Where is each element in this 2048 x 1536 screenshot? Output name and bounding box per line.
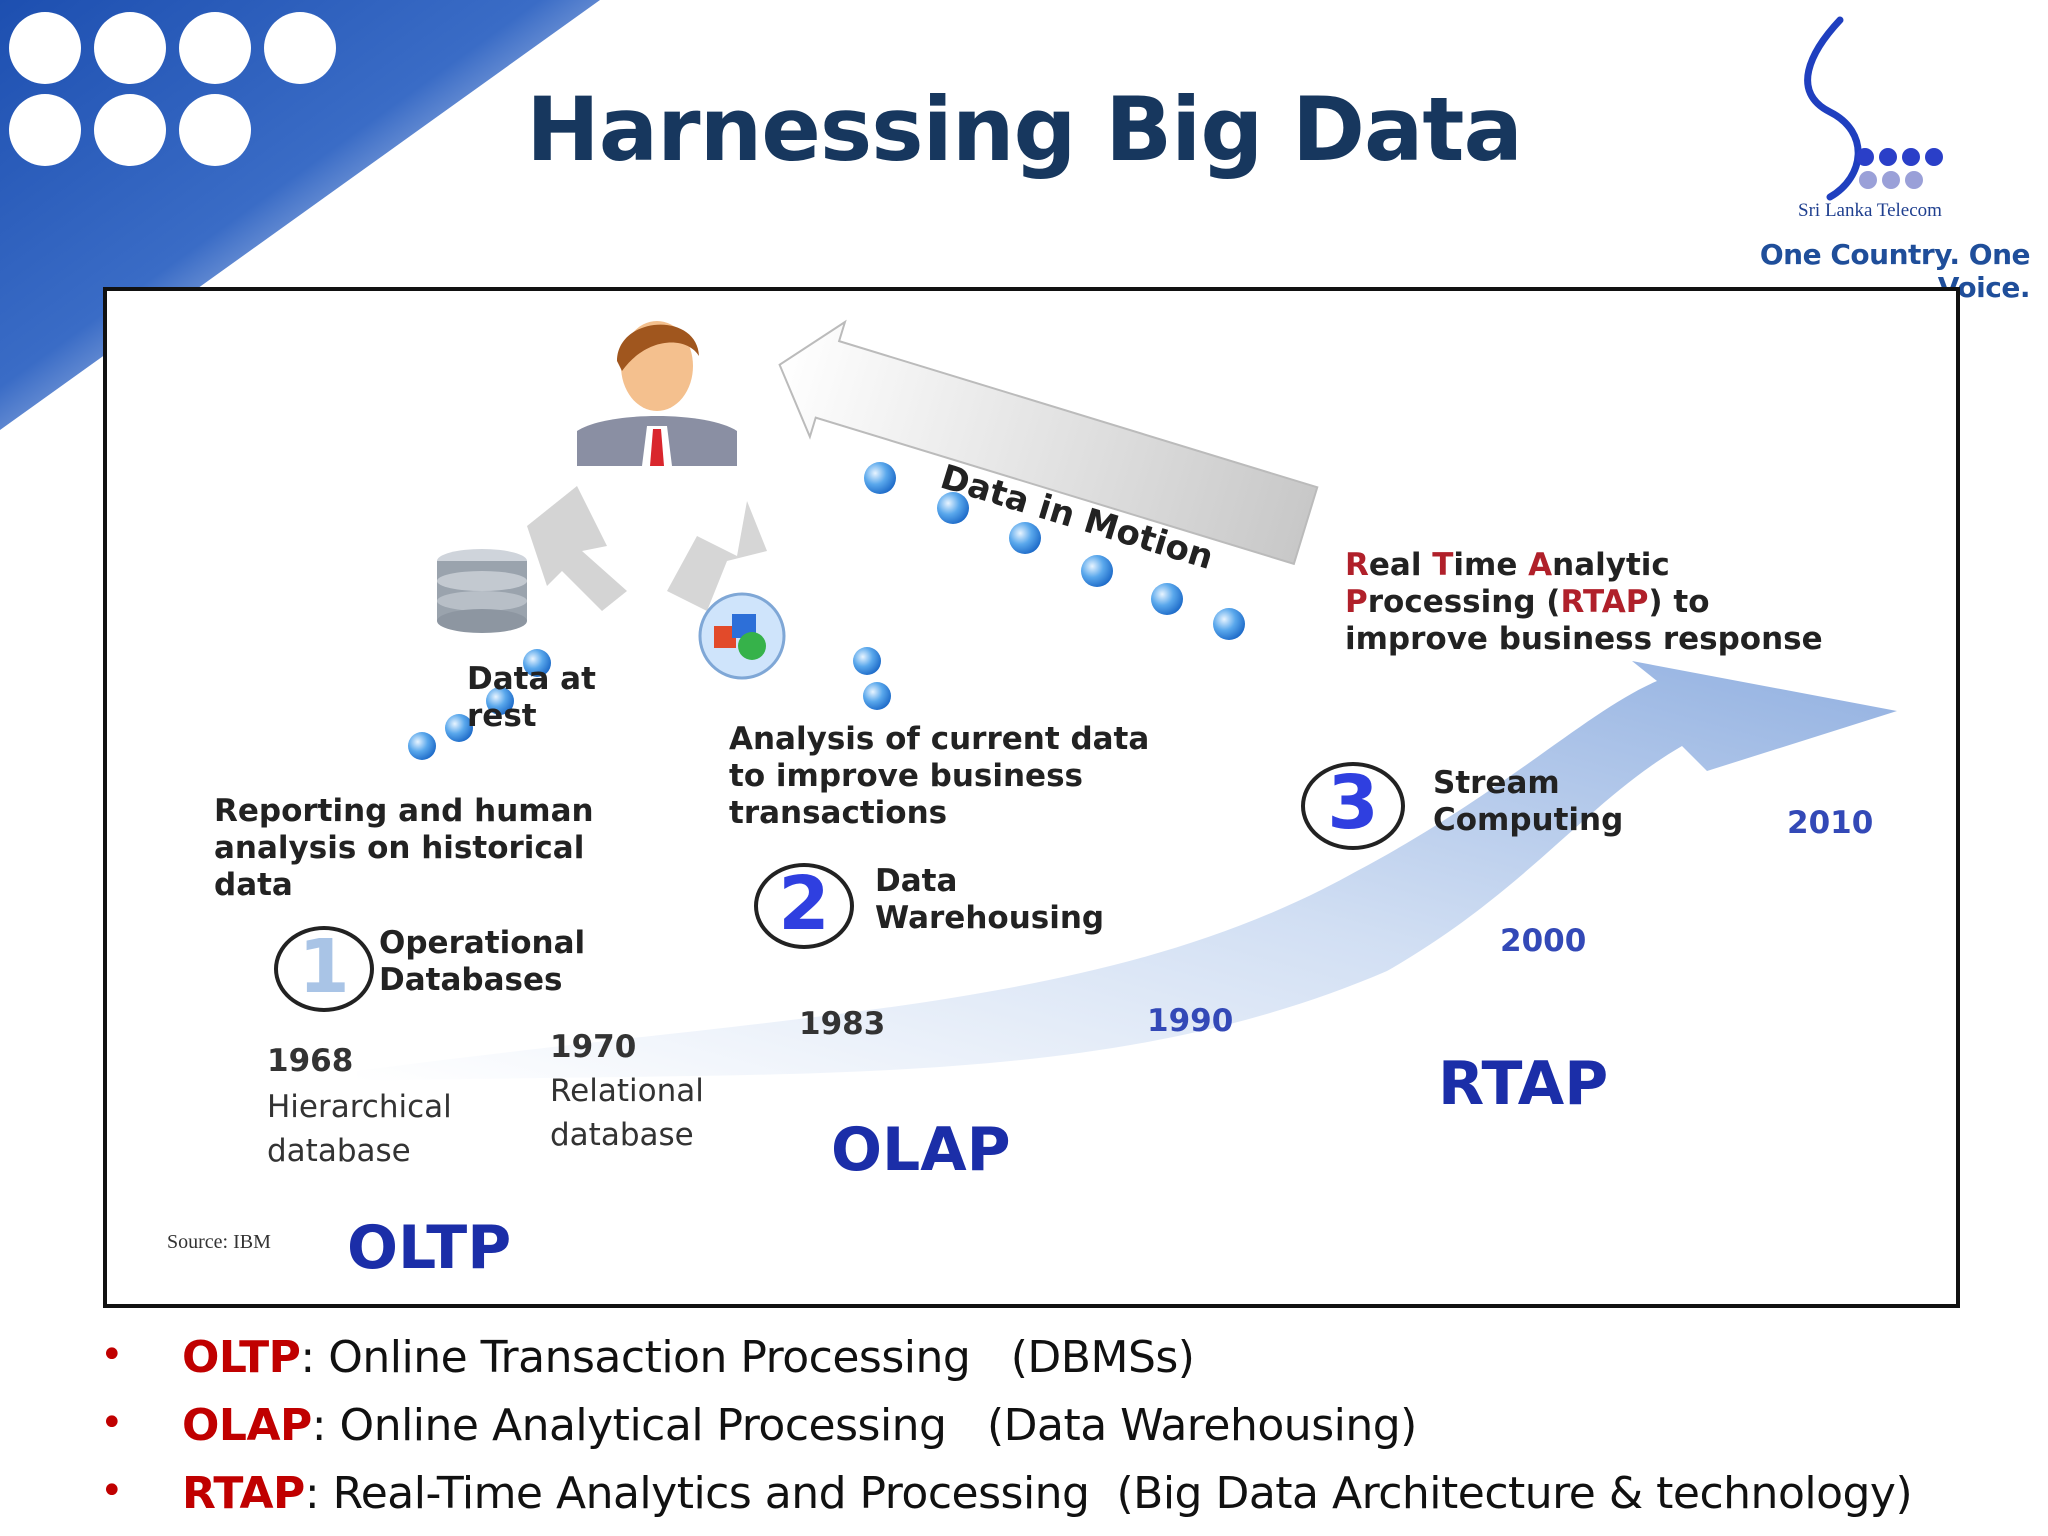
year-1968: 1968 <box>267 1043 354 1079</box>
rtap-desc-rocessing: rocessing ( <box>1367 584 1561 620</box>
bullet-oltp-text: OLTP: Online Transaction Processing (DBM… <box>182 1332 1195 1383</box>
brand-name: Sri Lanka Telecom <box>1798 200 1942 221</box>
bullet-olap-term: OLAP <box>182 1400 312 1451</box>
bullet-oltp-desc: : Online Transaction Processing (DBMSs) <box>300 1332 1195 1383</box>
rtap-desc-line2: Processing (RTAP) to <box>1345 584 1823 621</box>
data-at-rest-line2: rest <box>467 698 537 734</box>
data-at-rest-line1: Data at <box>467 661 596 697</box>
hierarchical-db-label: Hierarchical database <box>267 1085 452 1173</box>
step-3-circle: 3 <box>1301 760 1405 850</box>
step-1-label-line2: Databases <box>379 962 563 998</box>
bullet-oltp-term: OLTP <box>182 1332 301 1383</box>
rtap-desc-to: ) to <box>1648 584 1710 620</box>
bullet-dot-icon: • <box>100 1332 124 1378</box>
step-3-label: Stream Computing <box>1433 765 1623 839</box>
diagram-graphics <box>357 319 1897 1081</box>
reporting-line3: data <box>214 867 293 903</box>
step-1-label-line1: Operational <box>379 925 586 961</box>
step-3-label-line2: Computing <box>1433 802 1624 838</box>
rtap-desc-p: P <box>1345 584 1368 620</box>
step-2-number: 2 <box>778 861 830 947</box>
warehouse-arrow <box>667 501 767 611</box>
year-1983: 1983 <box>799 1006 886 1042</box>
year-1990: 1990 <box>1147 1003 1234 1039</box>
rtap-desc-a: A <box>1528 547 1553 583</box>
diagram-frame: Data in Motion Data at rest Real Time An… <box>103 287 1960 1308</box>
rest-arrow <box>527 486 627 611</box>
data-in-motion-arrow <box>778 319 1319 566</box>
year-1970: 1970 <box>550 1029 637 1065</box>
person-icon <box>577 321 737 466</box>
bullet-dot-icon: • <box>100 1400 124 1446</box>
data-orbs <box>408 462 1245 760</box>
telecom-logo-icon <box>1804 16 1943 201</box>
warehouse-globe-icon <box>698 592 786 680</box>
rtap-desc-rtap: RTAP <box>1560 584 1649 620</box>
hierarchical-line1: Hierarchical <box>267 1089 452 1125</box>
step-1-circle: 1 <box>274 924 374 1012</box>
analysis-line3: transactions <box>729 795 948 831</box>
source-note: Source: IBM <box>167 1231 271 1253</box>
relational-db-label: Relational database <box>550 1069 704 1157</box>
database-icon <box>437 549 527 633</box>
step-2-label: Data Warehousing <box>875 863 1104 937</box>
step-2-label-line1: Data <box>875 863 958 899</box>
rtap-desc-line1: Real Time Analytic <box>1345 547 1823 584</box>
rtap-desc-nalytic: nalytic <box>1552 547 1670 583</box>
step-2-label-line2: Warehousing <box>875 900 1105 936</box>
analysis-line2: to improve business <box>729 758 1083 794</box>
era-rtap: RTAP <box>1438 1049 1609 1119</box>
data-at-rest-label: Data at rest <box>467 661 596 735</box>
step-1-label: Operational Databases <box>379 925 585 999</box>
rtap-desc-r: R <box>1345 547 1369 583</box>
analysis-text: Analysis of current data to improve busi… <box>729 721 1149 832</box>
rtap-desc-eal: eal <box>1368 547 1433 583</box>
year-2010: 2010 <box>1787 805 1874 841</box>
step-2-circle: 2 <box>754 861 854 949</box>
step-1-number: 1 <box>298 924 350 1010</box>
rtap-desc-ime: ime <box>1453 547 1529 583</box>
reporting-text: Reporting and human analysis on historic… <box>214 793 594 904</box>
relational-line1: Relational <box>550 1073 704 1109</box>
bullet-rtap-term: RTAP <box>182 1468 305 1519</box>
rtap-desc-t: T <box>1432 547 1454 583</box>
bullet-rtap-text: RTAP: Real-Time Analytics and Processing… <box>182 1468 1913 1519</box>
bullet-rtap-desc: : Real-Time Analytics and Processing (Bi… <box>304 1468 1913 1519</box>
era-olap: OLAP <box>831 1115 1011 1185</box>
reporting-line1: Reporting and human <box>214 793 594 829</box>
rtap-desc-line3: improve business response <box>1345 621 1823 657</box>
era-oltp: OLTP <box>347 1213 512 1283</box>
growth-arrow <box>357 661 1897 1081</box>
slide-title: Harnessing Big Data <box>526 78 1523 181</box>
bullet-dot-icon: • <box>100 1468 124 1514</box>
analysis-line1: Analysis of current data <box>729 721 1150 757</box>
step-3-number: 3 <box>1327 760 1379 846</box>
step-3-label-line1: Stream <box>1433 765 1560 801</box>
bullet-olap-text: OLAP: Online Analytical Processing (Data… <box>182 1400 1417 1451</box>
hierarchical-line2: database <box>267 1133 411 1169</box>
bullet-olap-desc: : Online Analytical Processing (Data War… <box>311 1400 1418 1451</box>
relational-line2: database <box>550 1117 694 1153</box>
reporting-line2: analysis on historical <box>214 830 585 866</box>
year-2000: 2000 <box>1500 923 1587 959</box>
rtap-description: Real Time Analytic Processing (RTAP) to … <box>1345 547 1823 658</box>
